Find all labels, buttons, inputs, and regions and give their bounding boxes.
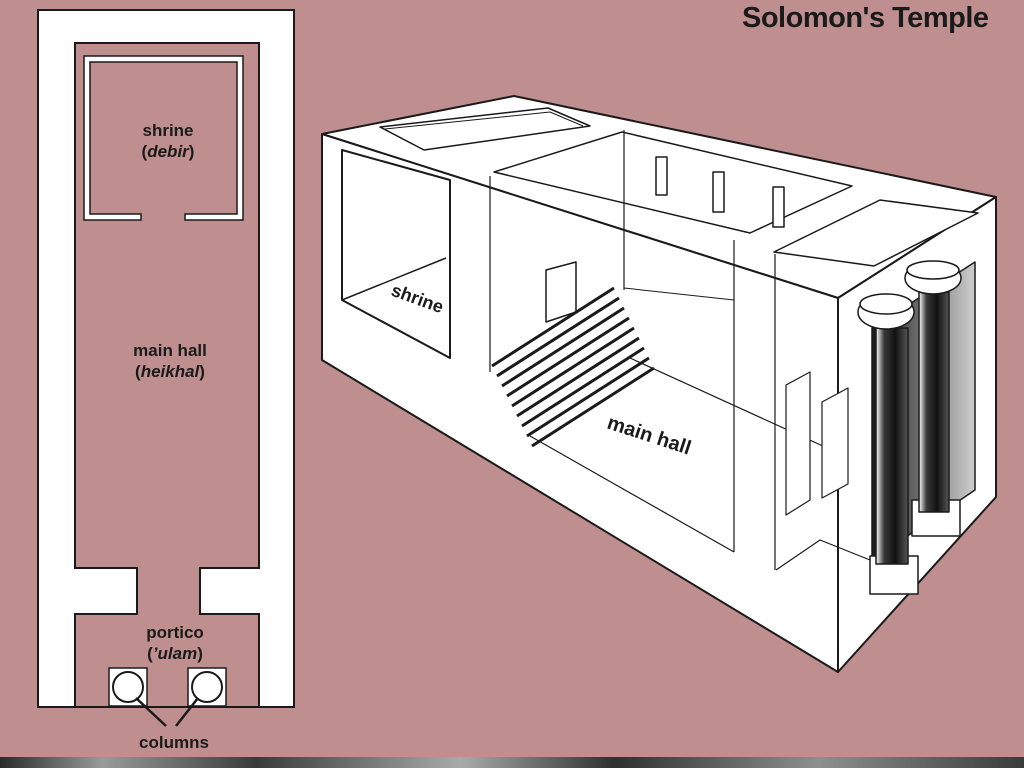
pillar-front [857,293,919,595]
plan-label-shrine-name: shrine [142,121,194,140]
shrine-doorway [545,261,577,323]
plan-label-columns: columns [139,733,209,752]
plan-label-shrine: shrine (debir) [123,120,213,162]
plan-label-portico-term-text: ’ulam [152,644,198,663]
columns-leader-left [135,697,167,727]
plan-label-portico-name: portico [146,623,204,642]
staircase [491,286,655,448]
plan-label-main-hall: main hall (heikhal) [115,340,225,382]
shrine-cutaway [341,149,451,359]
roof-opening-shrine [379,107,591,151]
portico-doorway-2 [821,387,849,499]
shrine-partition-wall [83,55,244,221]
portico-floor-line [775,539,871,571]
pillar-back [904,260,962,537]
hall-top-line [623,287,735,301]
hall-floor-line [529,435,735,553]
floor-plan [37,9,295,727]
roof-opening-hall [493,131,853,234]
diagram-title: Solomon's Temple [742,2,989,34]
portico-column-left [108,667,148,707]
isometric-cutaway [321,95,997,673]
shrine-floor-line [341,257,447,301]
plan-label-portico-term: (’ulam) [147,644,203,663]
plan-label-main-hall-term-text: heikhal [140,362,200,381]
plan-label-portico: portico (’ulam) [125,622,225,664]
columns-leader-right [175,697,199,727]
roof-opening-portico [773,199,979,267]
roof-opening-shrine-inner [384,111,584,130]
portico-column-right [187,667,227,707]
portico-doorway-1 [785,371,811,516]
window-3 [772,186,785,228]
window-2 [712,171,725,213]
plan-outer-wall [37,9,295,708]
plan-label-main-hall-term: (heikhal) [135,362,205,381]
photo-edge-strip [0,757,1024,768]
plan-label-shrine-term: (debir) [141,142,195,161]
window-1 [655,156,668,196]
plan-label-shrine-term-text: debir [147,142,189,161]
plan-label-main-hall-name: main hall [133,341,207,360]
